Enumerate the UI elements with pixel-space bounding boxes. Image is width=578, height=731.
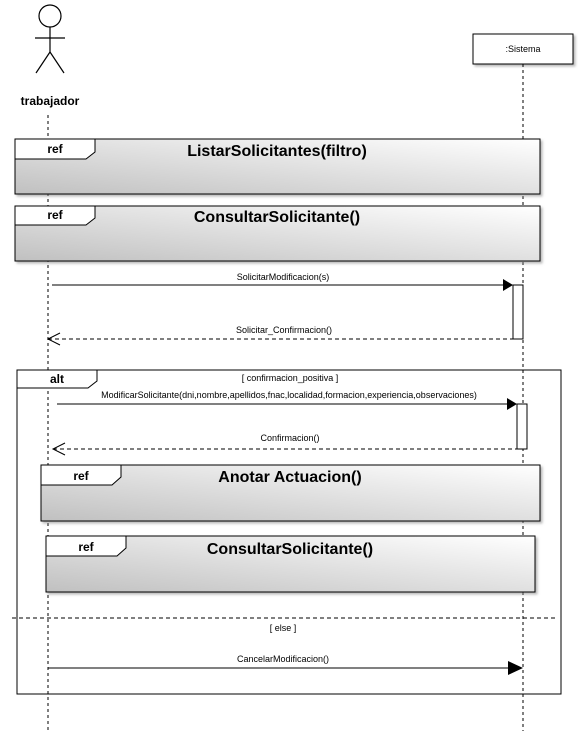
- ref-tag: ref: [78, 540, 94, 554]
- message-cancelar-modificacion[interactable]: CancelarModificacion(): [48, 654, 523, 675]
- message-label: Solicitar_Confirmacion(): [236, 325, 332, 335]
- ref-title: Anotar Actuacion(): [218, 469, 361, 486]
- ref-title: ListarSolicitantes(filtro): [187, 143, 367, 160]
- message-label: CancelarModificacion(): [237, 654, 329, 664]
- ref-frame-anotar-actuacion[interactable]: ref Anotar Actuacion(): [40, 464, 541, 522]
- ref-title: ConsultarSolicitante(): [194, 209, 360, 226]
- message-solicitar-modificacion[interactable]: SolicitarModificacion(s): [52, 272, 513, 291]
- actor-trabajador[interactable]: trabajador: [21, 4, 80, 108]
- actor-name: trabajador: [21, 94, 80, 108]
- message-label: ModificarSolicitante(dni,nombre,apellido…: [101, 390, 477, 400]
- ref-frame-consultar-solicitante-2[interactable]: ref ConsultarSolicitante(): [45, 535, 536, 593]
- activation-bar: [512, 284, 524, 340]
- alt-fragment[interactable]: alt [ confirmacion_positiva ] [ else ]: [12, 369, 562, 695]
- message-label: SolicitarModificacion(s): [237, 272, 330, 282]
- activation-bar: [516, 403, 528, 450]
- system-label: :Sistema: [505, 44, 540, 54]
- ref-tag: ref: [73, 469, 89, 483]
- ref-tag: ref: [47, 142, 63, 156]
- ref-frame-consultar-solicitante[interactable]: ref ConsultarSolicitante(): [14, 205, 541, 262]
- guard-positive: [ confirmacion_positiva ]: [242, 373, 339, 383]
- return-confirmacion[interactable]: Confirmacion(): [51, 433, 517, 456]
- message-modificar-solicitante[interactable]: ModificarSolicitante(dni,nombre,apellido…: [57, 390, 517, 410]
- ref-frame-listar-solicitantes[interactable]: ref ListarSolicitantes(filtro): [14, 138, 541, 195]
- return-solicitar-confirmacion[interactable]: Solicitar_Confirmacion(): [46, 325, 513, 346]
- system-lifeline-head[interactable]: :Sistema: [472, 33, 574, 65]
- guard-else: [ else ]: [270, 623, 297, 633]
- ref-title: ConsultarSolicitante(): [207, 541, 373, 558]
- alt-tag: alt: [50, 372, 64, 386]
- ref-tag: ref: [47, 208, 63, 222]
- message-label: Confirmacion(): [260, 433, 319, 443]
- stick-figure-icon: [35, 4, 65, 74]
